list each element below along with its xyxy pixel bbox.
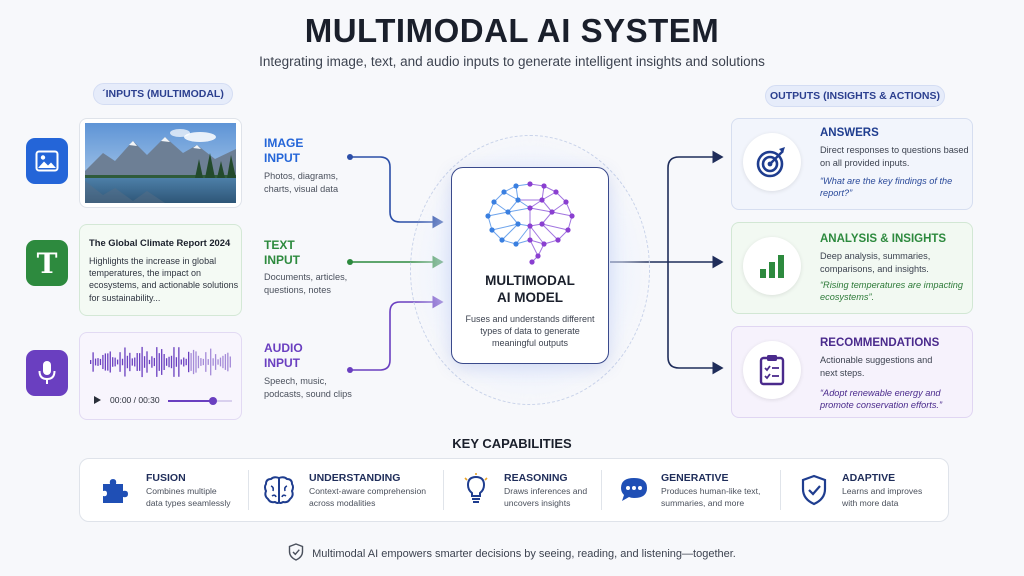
capability-desc: Combines multiple data types seamlessly	[146, 486, 231, 509]
model-title-line2: AI MODEL	[497, 290, 563, 305]
footer: Multimodal AI empowers smarter decisions…	[0, 543, 1024, 564]
shield-check-icon	[288, 543, 304, 564]
audio-time: 00:00 / 00:30	[110, 395, 160, 405]
play-icon[interactable]	[94, 396, 101, 404]
capability-desc-line2: with more data	[842, 497, 899, 508]
text-label-line1: TEXT	[264, 238, 295, 252]
puzzle-icon	[98, 473, 132, 507]
capability-desc: Draws inferences and uncovers insights	[504, 486, 587, 509]
audio-input-desc: Speech, music, podcasts, sound clips	[264, 376, 352, 399]
capability-desc-line2: across modalities	[309, 497, 376, 508]
analysis-quote: “Rising temperatures are impacting ecosy…	[820, 280, 963, 302]
inputs-pill: ´INPUTS (MULTIMODAL)	[93, 83, 233, 105]
capability-desc-line1: Draws inferences and	[504, 486, 588, 496]
bar-chart-icon	[743, 237, 801, 295]
capability-desc-line2: uncovers insights	[504, 497, 571, 508]
lightbulb-icon	[459, 472, 493, 506]
clipboard-icon	[743, 341, 801, 399]
landscape-image	[85, 123, 236, 203]
capability-desc-line2: summaries, and more	[661, 497, 745, 508]
image-input-label: IMAGE INPUT	[264, 136, 303, 166]
text-document-card	[79, 224, 242, 316]
audio-label-line2: INPUT	[264, 356, 300, 370]
image-input-desc: Photos, diagrams, charts, visual data	[264, 171, 339, 194]
page-title: MULTIMODAL AI SYSTEM	[304, 12, 720, 49]
text-t-icon: T	[26, 240, 68, 286]
document-title: The Global Climate Report 2024	[89, 237, 231, 248]
model-title-line1: MULTIMODAL	[485, 273, 575, 288]
audio-player-card	[79, 332, 242, 420]
capability-desc-line1: Learns and improves	[842, 486, 923, 496]
capability-desc: Learns and improves with more data	[842, 486, 922, 509]
text-input-label: TEXT INPUT	[264, 238, 300, 268]
capability-divider	[248, 470, 249, 510]
capability-name: UNDERSTANDING	[309, 472, 401, 484]
answers-desc: Direct responses to questions based on a…	[820, 145, 969, 168]
audio-progress-knob[interactable]	[208, 397, 217, 405]
audio-label-line1: AUDIO	[264, 341, 303, 355]
analysis-title: ANALYSIS & INSIGHTS	[820, 233, 947, 245]
capability-desc-line1: Combines multiple	[146, 486, 217, 496]
brain-icon	[262, 473, 296, 507]
capability-desc-line1: Context-aware comprehension	[309, 486, 427, 496]
model-title: MULTIMODAL AI MODEL	[451, 272, 609, 306]
image-icon	[26, 138, 68, 184]
capabilities-title: KEY CAPABILITIES	[452, 436, 572, 451]
capability-name: REASONING	[504, 472, 568, 484]
capability-desc: Produces human-like text, summaries, and…	[661, 486, 760, 509]
microphone-icon	[26, 350, 68, 396]
answers-quote: “What are the key findings of the report…	[820, 176, 953, 198]
capability-divider	[443, 470, 444, 510]
model-description: Fuses and understands different types of…	[465, 314, 595, 348]
outputs-pill: OUTPUTS (INSIGHTS & ACTIONS)	[765, 85, 945, 107]
audio-input-label: AUDIO INPUT	[264, 341, 303, 371]
capability-desc-line2: data types seamlessly	[146, 497, 231, 508]
image-label-line2: INPUT	[264, 151, 300, 165]
chat-bubble-icon	[617, 473, 651, 507]
capability-divider	[601, 470, 602, 510]
answers-title: ANSWERS	[820, 127, 879, 139]
capability-divider	[780, 470, 781, 510]
document-body: Highlights the increase in global temper…	[89, 256, 239, 303]
text-input-desc: Documents, articles, questions, notes	[264, 272, 348, 295]
capability-desc-line1: Produces human-like text,	[661, 486, 761, 496]
shield-check-icon	[797, 473, 831, 507]
capability-desc: Context-aware comprehension across modal…	[309, 486, 426, 509]
recommendations-title: RECOMMENDATIONS	[820, 337, 940, 349]
capability-name: FUSION	[146, 472, 186, 484]
brain-network-icon	[485, 181, 575, 265]
recommendations-quote: “Adopt renewable energy and promote cons…	[820, 388, 943, 410]
page-subtitle: Integrating image, text, and audio input…	[259, 54, 765, 69]
capability-name: ADAPTIVE	[842, 472, 896, 484]
text-label-line2: INPUT	[264, 253, 300, 267]
audio-waveform	[90, 346, 231, 378]
footer-text: Multimodal AI empowers smarter decisions…	[312, 547, 736, 560]
audio-progress-fill	[168, 400, 213, 402]
capability-name: GENERATIVE	[661, 472, 729, 484]
target-icon	[743, 133, 801, 191]
recommendations-desc: Actionable suggestions and next steps.	[820, 355, 933, 378]
analysis-desc: Deep analysis, summaries, comparisons, a…	[820, 251, 931, 274]
image-label-line1: IMAGE	[264, 136, 304, 150]
